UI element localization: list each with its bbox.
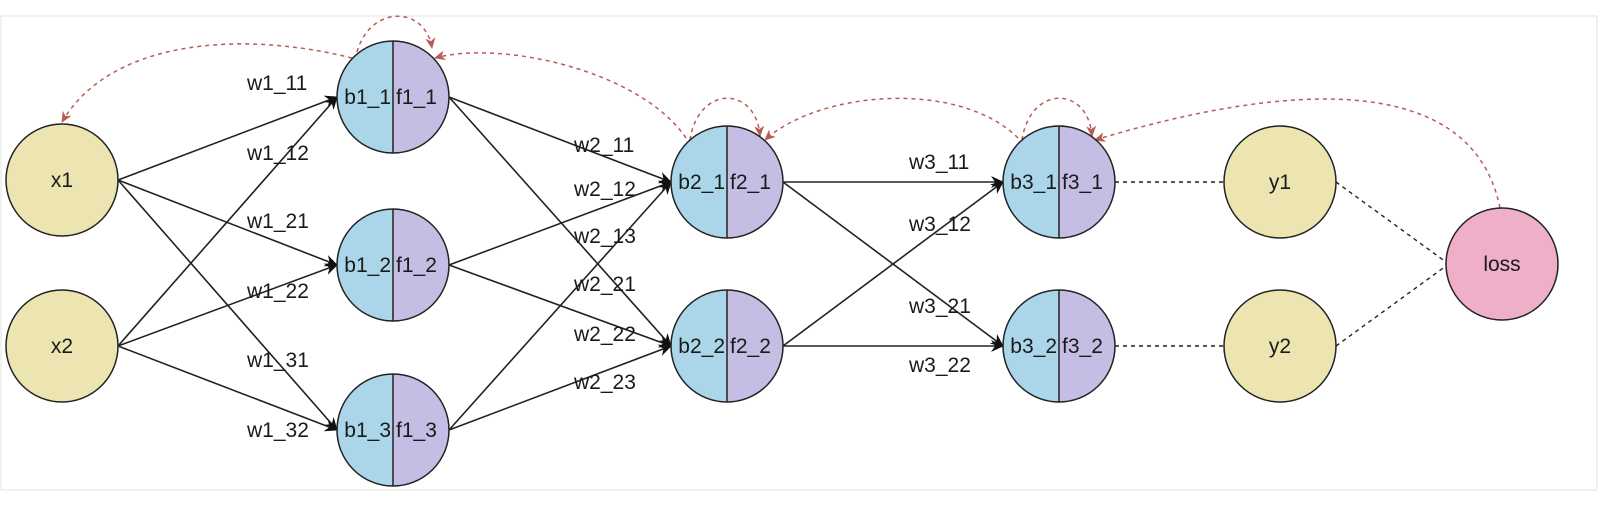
dash-y2-loss [1335,265,1447,347]
neuron-n2_1-func-label: f2_1 [730,171,771,194]
edge-n2_2-n3_1 [782,181,1004,347]
neuron-n3_1-bias-half [1003,126,1059,238]
neuron-n3_1-func-half [1059,126,1115,238]
neuron-n1_3-func-label: f1_3 [396,419,437,442]
edge-n1_1-n2_2 [448,96,672,347]
neuron-n2_2-bias-half [671,290,727,402]
weight-label-w2_13: w2_13 [573,225,636,248]
weight-label-w1_31: w1_31 [246,349,309,372]
weight-label-w1_22: w1_22 [246,280,309,303]
neuron-n2_1-bias-label: b2_1 [678,171,725,194]
backprop-n3-self [1021,97,1097,141]
input-node-x2-circle [5,289,119,403]
weight-label-w2_21: w2_21 [573,273,636,296]
backprop-loss-n3_1 [1094,98,1501,209]
weight-label-w2_23: w2_23 [573,371,636,394]
neuron-n1_1-func-half [393,41,449,153]
neuron-n2_2-bias-label: b2_2 [678,335,725,358]
backprop-n2_1-n1_1 [434,50,687,139]
weight-labels: w1_11 w1_12 w1_21 w1_22 w1_31 w1_32 w2_1… [246,72,971,442]
target-node-y1-circle [1223,125,1337,239]
neuron-n1_2-func-label: f1_2 [396,254,437,277]
edge-n1_2-n2_1 [448,180,672,266]
neuron-n2_1-func-half [727,126,783,238]
neuron-n1_1-func-label: f1_1 [396,86,437,109]
target-connections [1115,181,1447,347]
neuron-n3_2-bias-label: b3_2 [1010,335,1057,358]
input-node-x1-circle [5,123,119,237]
weight-label-w2_22: w2_22 [573,323,636,346]
weight-label-w1_12: w1_12 [246,142,309,165]
edge-x2-n1_1 [117,96,338,347]
neuron-n1_1-bias-label: b1_1 [344,86,391,109]
backprop-n1_1-x1 [61,43,353,123]
target-node-y1: y1 [1223,125,1337,239]
neuron-n3_2-bias-half [1003,290,1059,402]
neuron-n3_2-func-half [1059,290,1115,402]
forward-edges [117,95,1004,432]
edge-n1_3-n2_1 [448,181,672,431]
weight-label-w3_12: w3_12 [908,213,971,236]
neuron-n1_3-func-half [393,374,449,486]
neuron-n2_2-func-label: f2_2 [730,335,771,358]
backprop-n1-self [356,15,436,53]
neuron-n1_2-bias-label: b1_2 [344,254,391,277]
input-node-x1-label: x1 [51,169,73,192]
loss-node-label: loss [1483,253,1520,276]
input-node-x1: x1 [5,123,119,237]
backprop-n3_1-n2_1 [764,97,1019,141]
neuron-n1_2-func-half [393,209,449,321]
neuron-n2_2-func-half [727,290,783,402]
edge-x1-n1_1 [117,95,338,181]
input-node-x2: x2 [5,289,119,403]
neuron-n3_1-func-label: f3_1 [1062,171,1103,194]
dash-y1-loss [1335,181,1447,263]
weight-label-w2_12: w2_12 [573,178,636,201]
neuron-n3_2-func-label: f3_2 [1062,335,1103,358]
weight-label-w1_21: w1_21 [246,210,309,233]
weight-label-w1_11: w1_11 [246,72,307,95]
input-node-x2-label: x2 [51,335,73,358]
weight-label-w3_11: w3_11 [908,151,969,174]
backprop-n2-self [689,97,765,141]
edge-n1_1-n2_1 [448,96,672,184]
target-node-y1-label: y1 [1269,171,1291,194]
target-node-y2: y2 [1223,289,1337,403]
loss-node-circle [1445,207,1559,321]
neuron-n2_1-bias-half [671,126,727,238]
target-node-y2-label: y2 [1269,335,1291,358]
loss-node: loss [1445,207,1559,321]
edge-n1_3-n2_2 [448,344,672,431]
edge-x2-n1_2 [117,263,338,347]
weight-label-w2_11: w2_11 [573,134,634,157]
neuron-n1_2-bias-half [337,209,393,321]
weight-label-w1_32: w1_32 [246,419,309,442]
edge-x2-n1_3 [117,345,338,432]
neuron-n3_1-bias-label: b3_1 [1010,171,1057,194]
weight-label-w3_22: w3_22 [908,354,971,377]
weight-label-w3_21: w3_21 [908,295,971,318]
neuron-n1_3-bias-label: b1_3 [344,419,391,442]
backprop-arcs [61,15,1501,209]
neuron-n1_3-bias-half [337,374,393,486]
canvas-frame [0,15,1598,491]
target-node-y2-circle [1223,289,1337,403]
neuron-n1_1-bias-half [337,41,393,153]
